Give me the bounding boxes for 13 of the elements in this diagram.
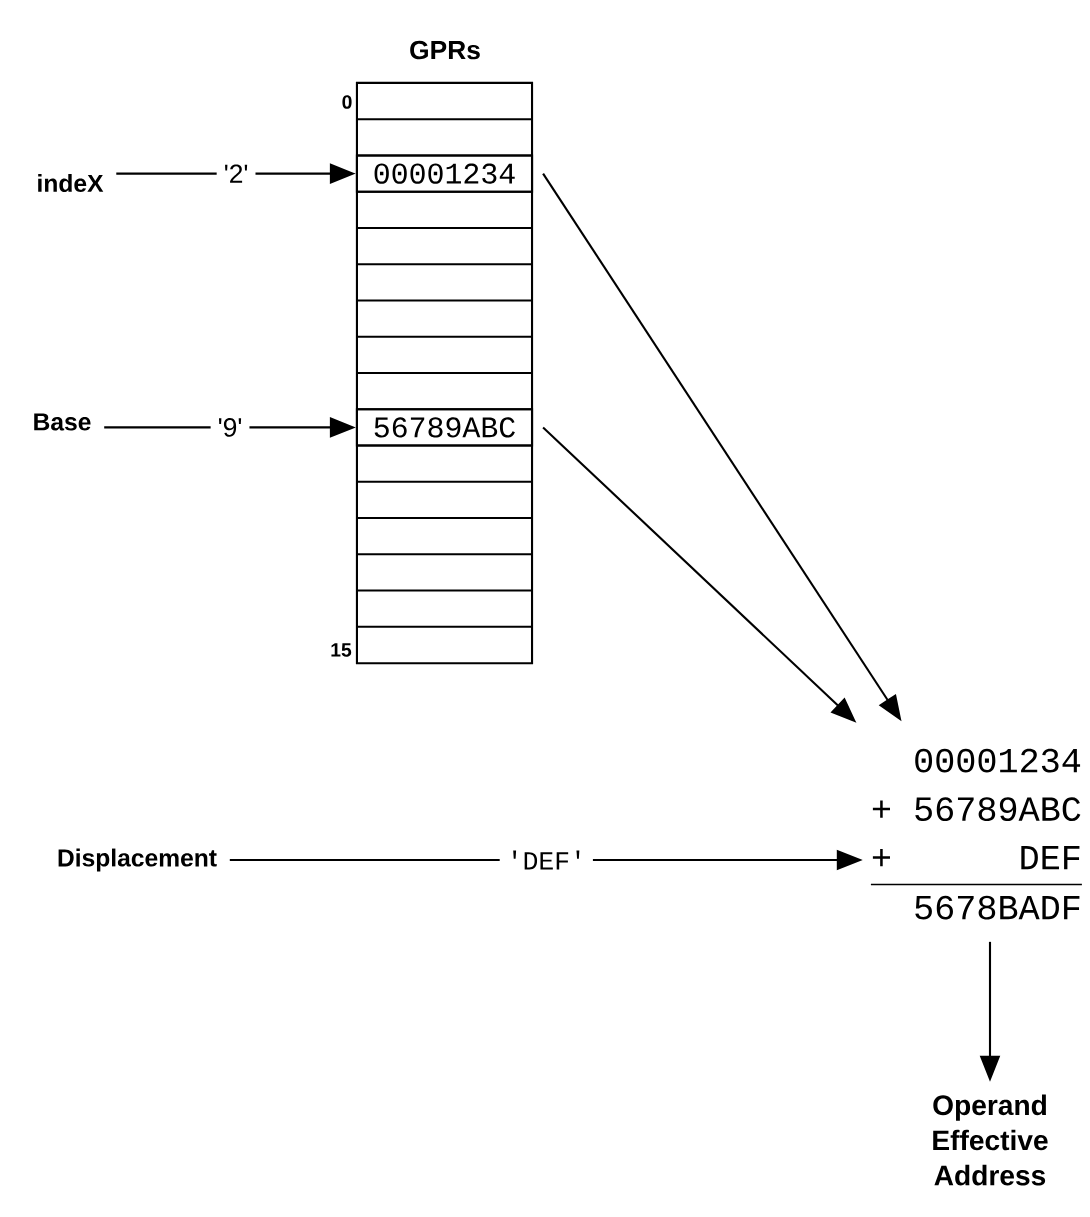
heading: GPRs bbox=[410, 40, 480, 60]
register-number: 0 bbox=[342, 95, 352, 109]
register-cell: 00001234 bbox=[355, 154, 534, 193]
result-label: Operand Effective Address bbox=[933, 1094, 1048, 1186]
edge-label: '9' bbox=[210, 411, 250, 444]
edge-label: '2' bbox=[216, 157, 256, 190]
sum-block: 00001234 + 56789ABC + DEF 5678BADF bbox=[870, 748, 1083, 920]
edge-label: 'DEF' bbox=[499, 843, 593, 877]
field-label: Displacement bbox=[58, 848, 217, 872]
register-cell: 56789ABC bbox=[355, 408, 534, 447]
register-number: 15 bbox=[331, 643, 352, 657]
field-label: indeX bbox=[38, 174, 104, 193]
field-label: Base bbox=[34, 413, 91, 431]
